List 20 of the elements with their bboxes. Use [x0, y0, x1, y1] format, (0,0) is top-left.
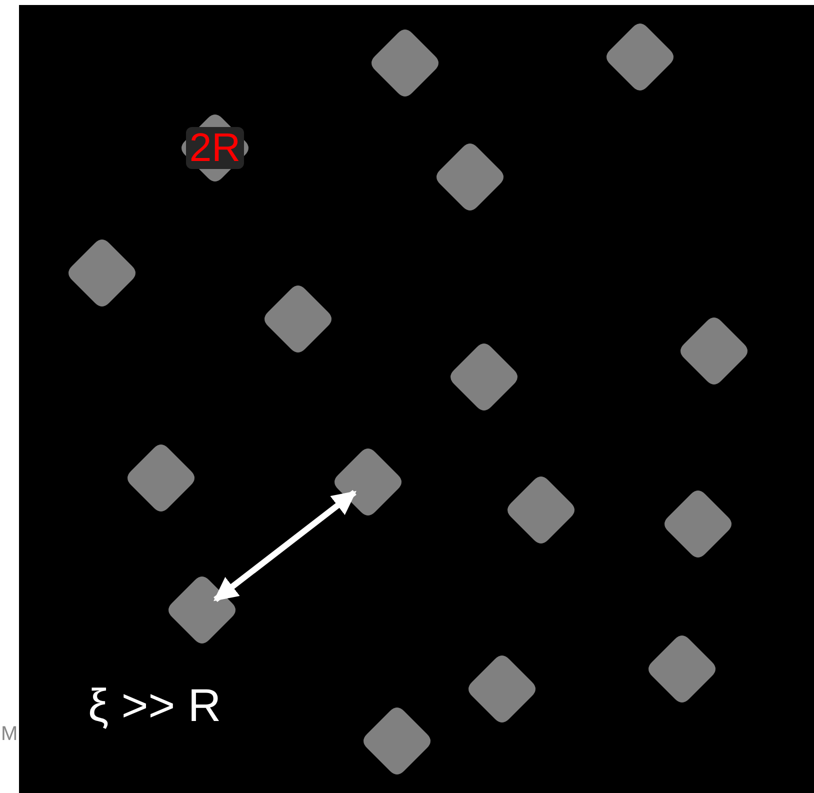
diamond-shape [179, 112, 251, 184]
diamond-shape [505, 474, 577, 546]
diamond-shape [166, 574, 238, 646]
diamond-shape [332, 446, 404, 518]
diamond-shape [434, 141, 506, 213]
diamond-shape [466, 653, 538, 725]
diamond-shape [448, 341, 520, 413]
diamond-shape [369, 27, 441, 99]
diamond-shape [662, 488, 734, 560]
diamond-shape [66, 237, 138, 309]
correlation-length-label: ξ >> R [88, 682, 222, 728]
diamond-shape [604, 21, 676, 93]
diamond-shape [646, 633, 718, 705]
size-label: 2R [186, 127, 244, 169]
letter-label: M [1, 724, 18, 744]
diamond-shape [262, 283, 334, 355]
diamond-shape [678, 315, 750, 387]
diamond-shape [125, 442, 197, 514]
diamond-shape [361, 705, 433, 777]
double-arrow [214, 490, 356, 602]
